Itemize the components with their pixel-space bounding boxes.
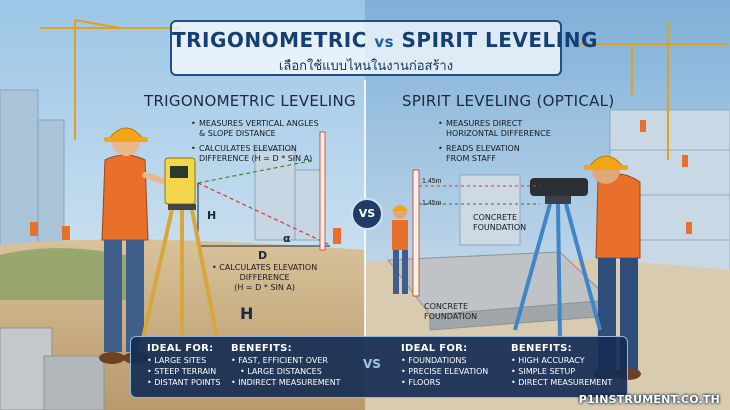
- trig-benefits-column: BENEFITS: FAST, EFFICIENT OVER LARGE DIS…: [231, 343, 341, 388]
- foundation-callout-1: CONCRETE FOUNDATION: [473, 213, 527, 232]
- distant-workers: [30, 120, 692, 244]
- height-label: H: [207, 209, 217, 222]
- staff-reading-1: 1.45m: [422, 178, 442, 185]
- crane-left: [40, 19, 180, 140]
- comparison-bar: IDEAL FOR: LARGE SITES STEEP TERRAIN DIS…: [130, 336, 628, 398]
- leveling-staff-right: [412, 169, 420, 297]
- leveling-staff-left: [319, 131, 326, 251]
- list-item: HIGH ACCURACY: [511, 355, 612, 366]
- list-item: FLOORS: [401, 377, 488, 388]
- title-banner: TRIGONOMETRIC vs SPIRIT LEVELING เลือกใช…: [170, 20, 598, 76]
- vs-badge: VS: [351, 198, 383, 230]
- list-item: FAST, EFFICIENT OVER: [231, 355, 341, 366]
- list-item: SIMPLE SETUP: [511, 366, 612, 377]
- spirit-ideal-column: IDEAL FOR: FOUNDATIONS PRECISE ELEVATION…: [401, 343, 488, 388]
- list-item: INDIRECT MEASUREMENT: [231, 377, 340, 388]
- right-notes: •MEASURES DIRECT HORIZONTAL DIFFERENCE •…: [438, 119, 551, 163]
- list-item: STEEP TERRAIN: [147, 366, 220, 377]
- left-notes: •MEASURES VERTICAL ANGLES & SLOPE DISTAN…: [191, 119, 319, 163]
- surveyor-left: [99, 127, 178, 364]
- list-item: LARGE DISTANCES: [231, 366, 341, 377]
- list-item: FOUNDATIONS: [401, 355, 488, 366]
- page-title: TRIGONOMETRIC vs SPIRIT LEVELING: [172, 28, 598, 52]
- left-calc-callout: • CALCULATES ELEVATION DIFFERENCE (H = D…: [212, 263, 318, 292]
- list-item: LARGE SITES: [147, 355, 220, 366]
- staff-holder-right: [392, 205, 408, 294]
- alpha-label: α: [283, 232, 291, 245]
- staff-reading-2: 1.45m: [422, 200, 442, 207]
- auto-level-tripod: [513, 178, 602, 341]
- brand-watermark: P1INSTRUMENT.CO.TH: [578, 393, 720, 406]
- foundation-callout-2: CONCRETE FOUNDATION: [424, 302, 478, 321]
- spirit-benefits-column: BENEFITS: HIGH ACCURACY SIMPLE SETUP DIR…: [511, 343, 612, 388]
- concrete-blocks-left: [0, 327, 105, 410]
- height-label-large: H: [240, 304, 254, 323]
- total-station-tripod: [138, 157, 222, 360]
- page-subtitle: เลือกใช้แบบไหนในงานก่อสร้าง: [278, 59, 454, 74]
- right-panel-title: SPIRIT LEVELING (OPTICAL): [402, 92, 615, 110]
- distance-label: D: [258, 249, 268, 262]
- crane-right: [575, 22, 728, 160]
- list-item: DISTANT POINTS: [147, 377, 220, 388]
- left-panel-title: TRIGONOMETRIC LEVELING: [144, 92, 356, 110]
- list-item: DIRECT MEASUREMENT: [511, 377, 612, 388]
- bottom-vs: VS: [363, 357, 381, 371]
- list-item: PRECISE ELEVATION: [401, 366, 488, 377]
- trig-ideal-column: IDEAL FOR: LARGE SITES STEEP TERRAIN DIS…: [147, 343, 220, 388]
